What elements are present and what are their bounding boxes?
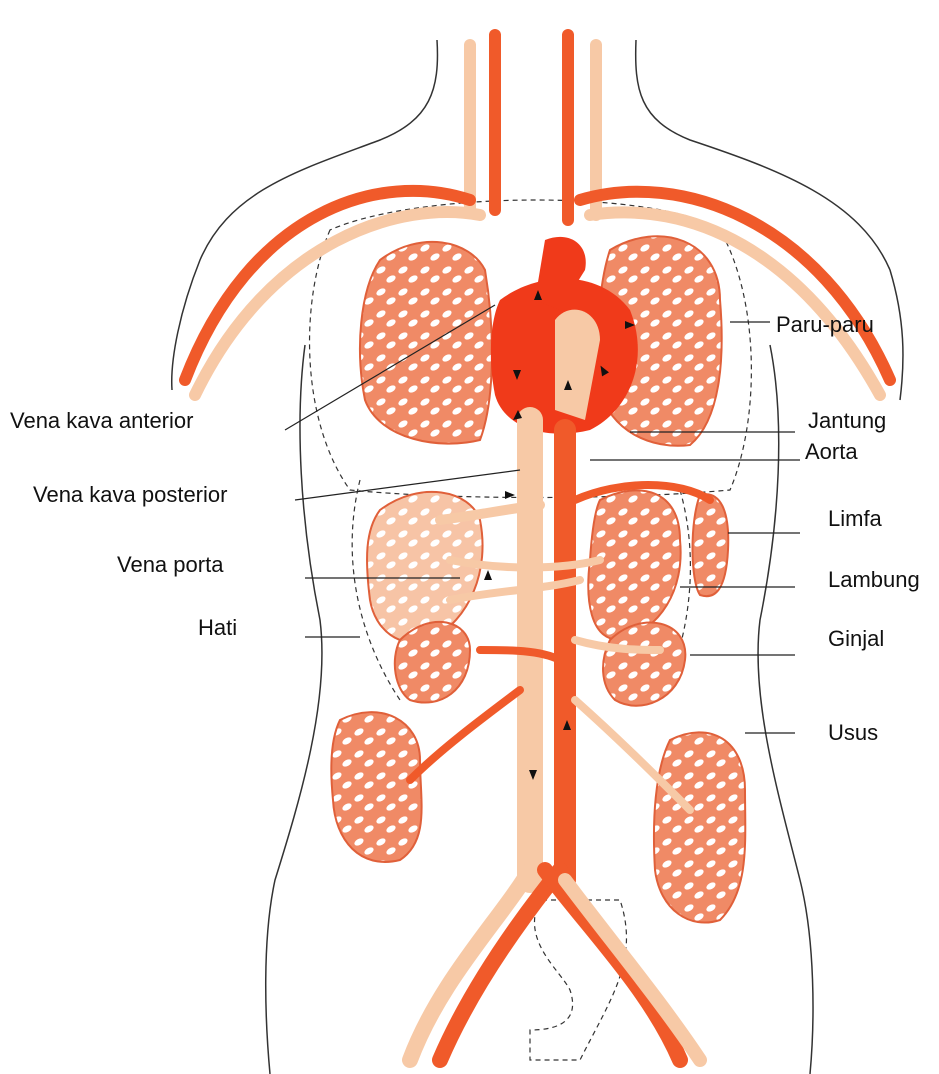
kidney-right — [603, 623, 685, 706]
label-jantung: Jantung — [808, 410, 886, 432]
intestine-right — [654, 732, 745, 922]
label-limfa: Limfa — [828, 508, 882, 530]
label-lambung: Lambung — [828, 569, 920, 591]
label-hati: Hati — [198, 617, 237, 639]
label-vena-porta: Vena porta — [117, 554, 223, 576]
label-usus: Usus — [828, 722, 878, 744]
label-aorta: Aorta — [805, 441, 858, 463]
label-vena-kava-anterior: Vena kava anterior — [10, 410, 193, 432]
lung-left — [360, 242, 492, 444]
kidney-left — [395, 622, 470, 703]
stomach — [588, 490, 680, 640]
label-ginjal: Ginjal — [828, 628, 884, 650]
label-paru-paru: Paru-paru — [776, 314, 874, 336]
arrow-icon — [484, 570, 492, 580]
label-vena-kava-posterior: Vena kava posterior — [33, 484, 227, 506]
intestine-left — [331, 712, 421, 862]
spleen — [693, 494, 729, 596]
